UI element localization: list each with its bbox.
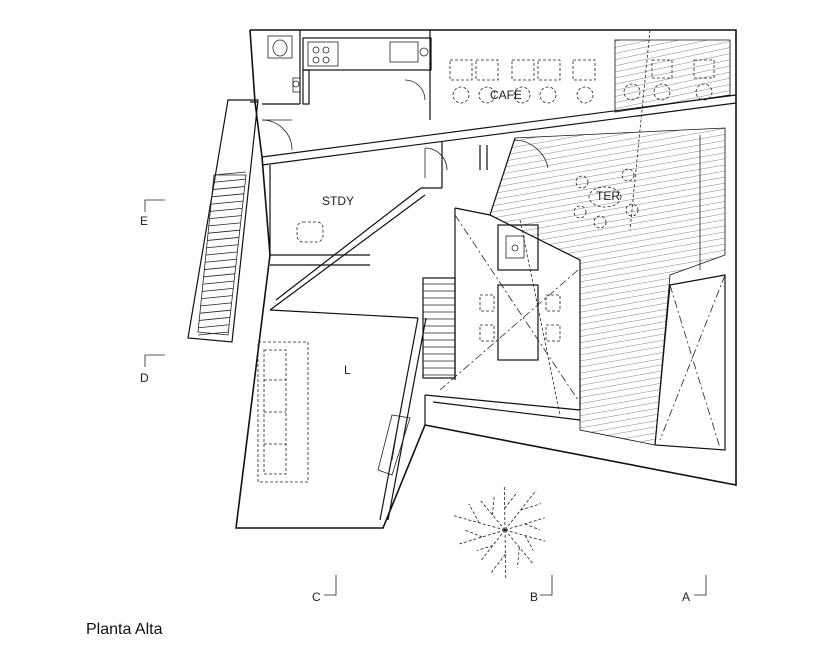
living-room (257, 309, 427, 521)
section-mark-a: A (682, 575, 707, 604)
section-mark-e: E (140, 199, 165, 228)
section-mark-c: C (312, 575, 337, 604)
room-label-living: L (344, 363, 351, 377)
exterior-stair (187, 99, 259, 343)
tree-symbol (453, 486, 546, 579)
room-label-study: STDY (322, 194, 354, 208)
terrace-deck (479, 127, 726, 446)
section-label-b: B (530, 590, 538, 604)
terrace-furniture (573, 168, 639, 229)
cafe-kitchen (302, 37, 432, 105)
section-mark-d: D (140, 354, 165, 385)
section-label-e: E (140, 214, 148, 228)
room-label-cafe: CAFE (490, 88, 522, 102)
toilet (267, 35, 301, 93)
courtyard-void (654, 135, 726, 451)
cafe-partition (261, 30, 737, 166)
section-label-a: A (682, 590, 690, 604)
room-label-terrace: TER (596, 189, 620, 203)
section-label-c: C (312, 590, 321, 604)
drawing-caption: Planta Alta (86, 621, 163, 638)
cafe-tables (449, 59, 715, 104)
interior-stair (422, 277, 581, 425)
section-label-d: D (140, 371, 149, 385)
section-mark-b: B (530, 575, 553, 604)
study-room (269, 142, 443, 311)
outer-walls (235, 29, 737, 529)
